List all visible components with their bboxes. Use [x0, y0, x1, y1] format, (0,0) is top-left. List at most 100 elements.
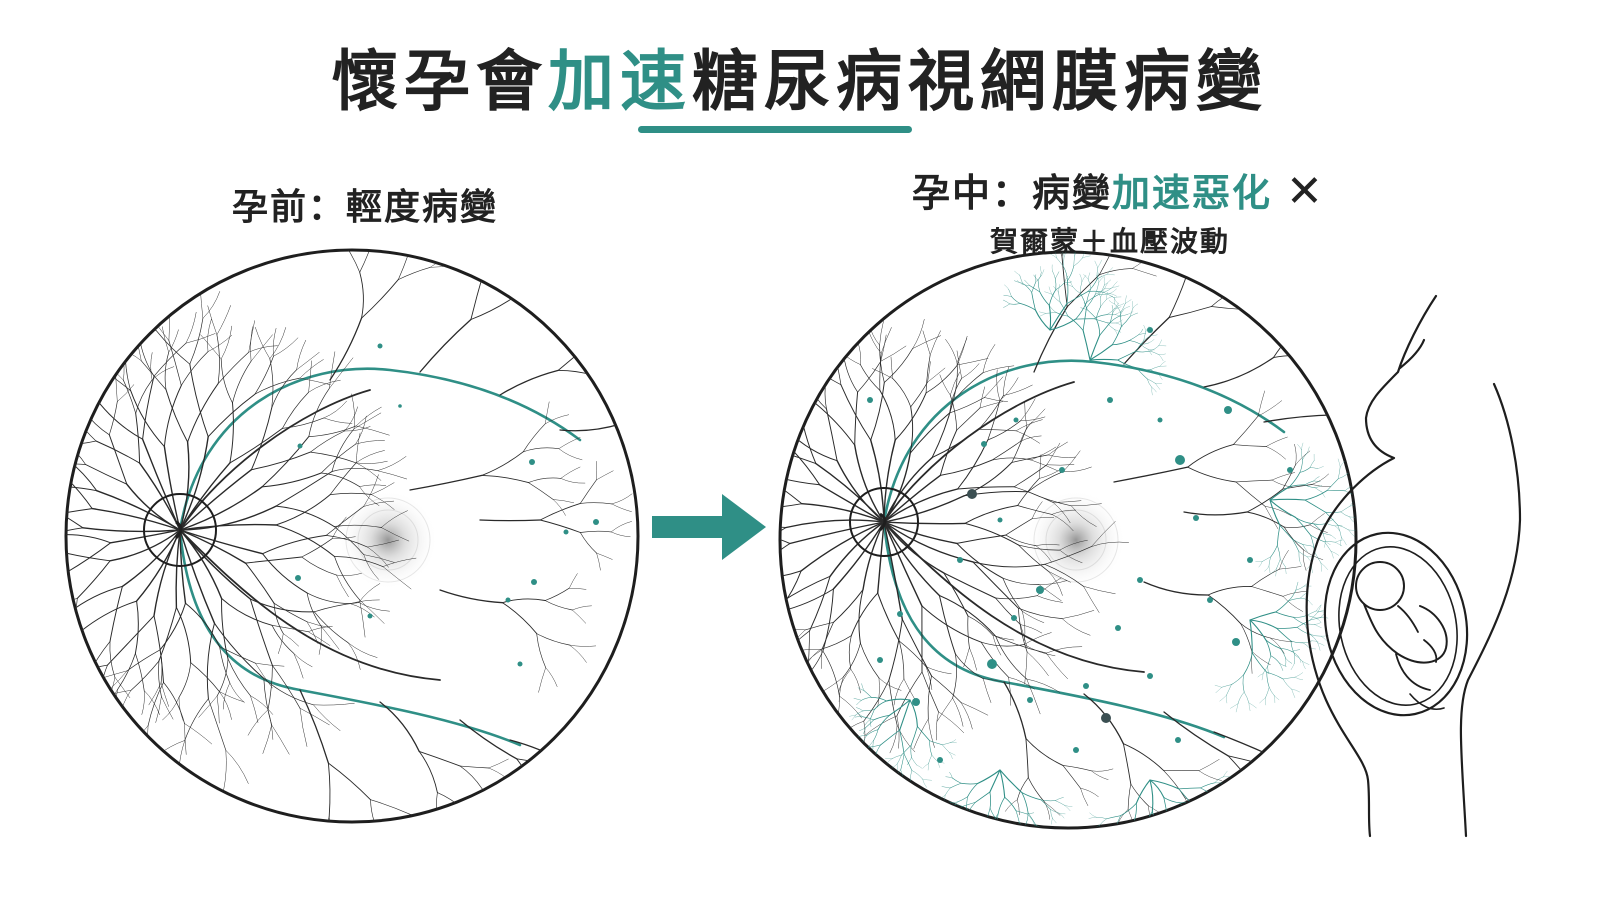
vessel-branch: [1061, 618, 1091, 636]
vessel-branch: [880, 334, 887, 362]
vessel-branch: [66, 517, 67, 535]
vessel-branch: [1050, 809, 1053, 819]
vessel-branch: [625, 762, 638, 777]
lesion-dot: [1115, 625, 1121, 631]
vessel-branch: [1308, 600, 1313, 606]
vessel-branch: [282, 417, 325, 429]
vessel-branch: [1309, 467, 1318, 469]
vessel-branch: [299, 707, 308, 747]
vessel-branch: [689, 492, 710, 503]
vessel-branch: [964, 522, 1020, 546]
vessel-branch: [948, 752, 956, 756]
vessel-branch: [1027, 838, 1031, 843]
vessel-branch: [1207, 586, 1252, 596]
vessel-branch: [168, 340, 182, 386]
vessel-branch: [1300, 815, 1317, 828]
vessel-branch: [757, 686, 772, 723]
vessel-branch: [1103, 287, 1113, 293]
vessel-branch: [860, 364, 881, 391]
vessel-branch: [1064, 805, 1071, 811]
vessel-branch: [1300, 815, 1328, 820]
vessel-branch: [1264, 799, 1302, 817]
vessel-branch: [356, 460, 388, 464]
vessel-branch: [353, 412, 382, 430]
vessel-branch: [334, 556, 360, 601]
vessel-branch: [307, 631, 331, 646]
vessel-branch: [601, 368, 632, 379]
vessel-branch: [1388, 425, 1421, 447]
vessel-branch: [1316, 610, 1324, 613]
vessel-branch: [30, 535, 60, 552]
neovessel-tuft: [1249, 619, 1253, 654]
vessel-branch: [148, 682, 162, 706]
vessel-branch: [54, 418, 61, 440]
vessel-branch: [1275, 600, 1290, 613]
vessel-branch: [1059, 549, 1083, 564]
vessel-branch: [539, 502, 581, 521]
vessel-branch: [1293, 654, 1295, 664]
vessel-branch: [639, 814, 662, 816]
vessel-branch: [732, 633, 756, 647]
vessel-branch: [308, 360, 312, 393]
vessel-branch: [109, 585, 123, 642]
vessel-branch: [1093, 318, 1108, 323]
vessel-branch: [780, 436, 792, 449]
vessel-branch: [70, 391, 76, 417]
vessel-branch: [114, 677, 131, 699]
lesion-dot: [987, 659, 997, 669]
vessel-branch: [0, 544, 22, 567]
vessel-branch: [1053, 502, 1071, 524]
vessel-branch: [1048, 454, 1076, 458]
vessel-branch: [856, 712, 864, 717]
vessel-branch: [1173, 830, 1176, 836]
vessel-branch: [883, 439, 896, 523]
vessel-branch: [471, 250, 485, 273]
vessel-branch: [1017, 505, 1053, 515]
vessel-branch: [736, 428, 752, 468]
vessel-branch: [1129, 340, 1141, 345]
vessel-branch: [27, 644, 39, 668]
vessel-branch: [596, 552, 601, 571]
vessel-branch: [1116, 322, 1123, 327]
vessel-branch: [343, 250, 361, 273]
vessel-branch: [1269, 837, 1277, 863]
vessel-branch: [472, 208, 474, 236]
vessel-branch: [1340, 511, 1350, 518]
vessel-branch: [1309, 524, 1328, 533]
lesion-dot: [297, 443, 303, 449]
vessel-branch: [925, 354, 931, 394]
vessel-branch: [1210, 252, 1234, 255]
vessel-branch: [623, 393, 632, 413]
neovessel-tuft: [1149, 779, 1180, 790]
vessel-branch: [978, 395, 1004, 430]
retinal-vessels: [0, 208, 662, 822]
vessel-branch: [949, 377, 963, 414]
vessel-branch: [865, 761, 875, 771]
vessel-branch: [1040, 799, 1051, 810]
vessel-branch: [579, 479, 597, 504]
vessel-branch: [1251, 586, 1284, 597]
vessel-branch: [247, 709, 269, 736]
vessel-branch: [1031, 517, 1055, 519]
vessel-branch: [794, 328, 803, 358]
vessel-branch: [785, 519, 885, 529]
vessel-branch: [283, 633, 299, 647]
vessel-branch: [1157, 821, 1164, 827]
vessel-branch: [801, 503, 885, 523]
vessel-branch: [1115, 827, 1117, 828]
vessel-branch: [879, 344, 885, 383]
vessel-branch: [1406, 381, 1430, 390]
vessel-branch: [1099, 322, 1111, 336]
vessel-branch: [701, 479, 728, 482]
vessel-branch: [282, 391, 309, 429]
vessel-branch: [1038, 584, 1062, 602]
vessel-branch: [1214, 685, 1222, 688]
vessel-branch: [844, 361, 858, 393]
vessel-branch: [1022, 611, 1045, 623]
superior-vein: [179, 389, 371, 531]
vessel-branch: [1095, 288, 1105, 295]
vessel-branch: [331, 468, 378, 472]
vessel-branch: [1096, 290, 1101, 298]
vessel-branch: [1274, 695, 1280, 700]
macula-spot: [338, 490, 438, 590]
